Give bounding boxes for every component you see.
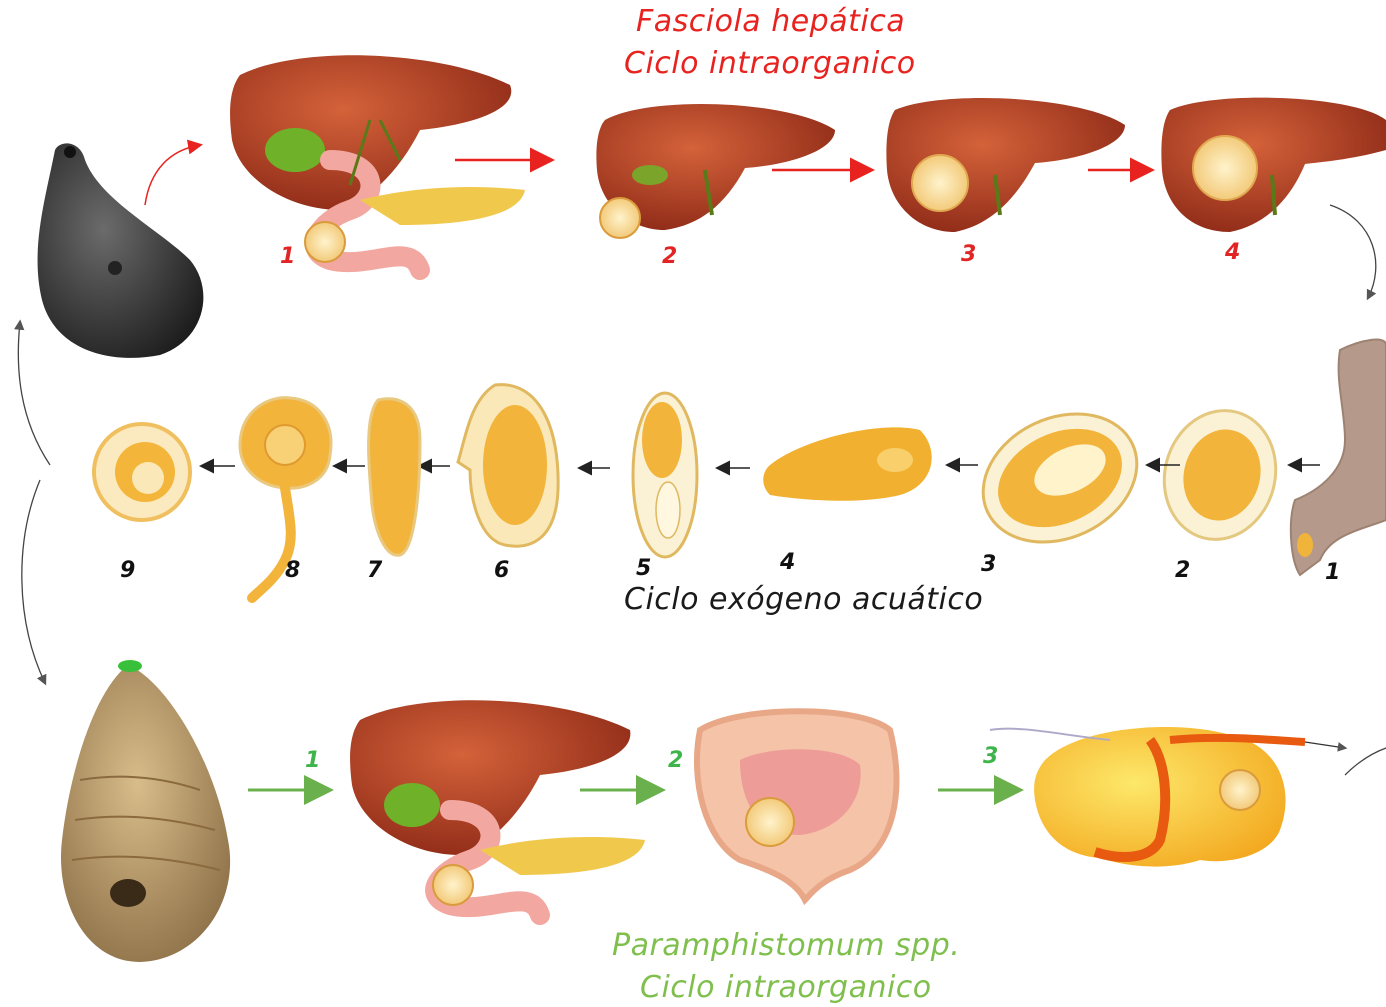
liver-stage-3-image [886, 98, 1125, 232]
fasciola-title: Fasciola hepática [636, 4, 905, 39]
exogenous-stage-number: 6 [494, 558, 509, 583]
para-intestine-stage-2-image [697, 711, 897, 900]
exogenous-stage-number: 1 [1325, 560, 1340, 585]
fasciola-stage-number: 3 [961, 242, 976, 267]
exogenous-stage-number: 7 [367, 558, 382, 583]
cercaria-stage-7-image [369, 399, 420, 555]
exogenous-stage-number: 4 [780, 550, 795, 575]
fasciola-stage-number: 1 [280, 244, 295, 269]
arrow-fluke-to-liver [145, 145, 200, 205]
exogenous-stage-number: 5 [636, 556, 651, 581]
fasciola-subtitle: Ciclo intraorganico [624, 46, 916, 81]
egg-stage-2-image [1150, 398, 1290, 552]
fasciola-stage-number: 2 [662, 244, 677, 269]
arrow-down-to-paramphistomum [22, 480, 45, 683]
sporocyst-stage-4-image [763, 427, 931, 500]
liver-stage-1-image [230, 55, 525, 270]
liver-stage-4-image [1161, 98, 1386, 232]
exogenous-stage-number: 8 [285, 558, 300, 583]
redia-stage-6-image [458, 385, 558, 546]
redia-stage-5-image [633, 393, 697, 557]
paramphistomum-stage-number: 1 [305, 748, 320, 773]
fasciola-adult-fluke-image [38, 143, 204, 357]
paramphistomum-adult-fluke-image [61, 660, 230, 962]
paramphistomum-title: Paramphistomum spp. [612, 928, 960, 963]
exogenous-title: Ciclo exógeno acuático [624, 582, 983, 617]
paramphistomum-subtitle: Ciclo intraorganico [640, 970, 932, 1005]
exogenous-stage-number: 2 [1175, 558, 1190, 583]
miracidium-stage-3-image [962, 390, 1158, 566]
paramphistomum-stage-number: 3 [983, 744, 998, 769]
para-liver-stage-1-image [350, 700, 645, 915]
arrow-right-edge [1345, 748, 1386, 775]
arrow-liver-to-snail [1330, 205, 1376, 298]
snail-intestine-stage-1-image [1291, 340, 1386, 575]
exogenous-stage-number: 9 [120, 558, 135, 583]
fasciola-stage-number: 4 [1225, 240, 1240, 265]
metacercaria-stage-9-image [94, 424, 190, 520]
arrow-up-to-fasciola [18, 322, 50, 465]
exogenous-stage-number: 3 [981, 552, 996, 577]
para-rumen-stage-3-image [990, 727, 1345, 867]
paramphistomum-stage-number: 2 [668, 748, 683, 773]
